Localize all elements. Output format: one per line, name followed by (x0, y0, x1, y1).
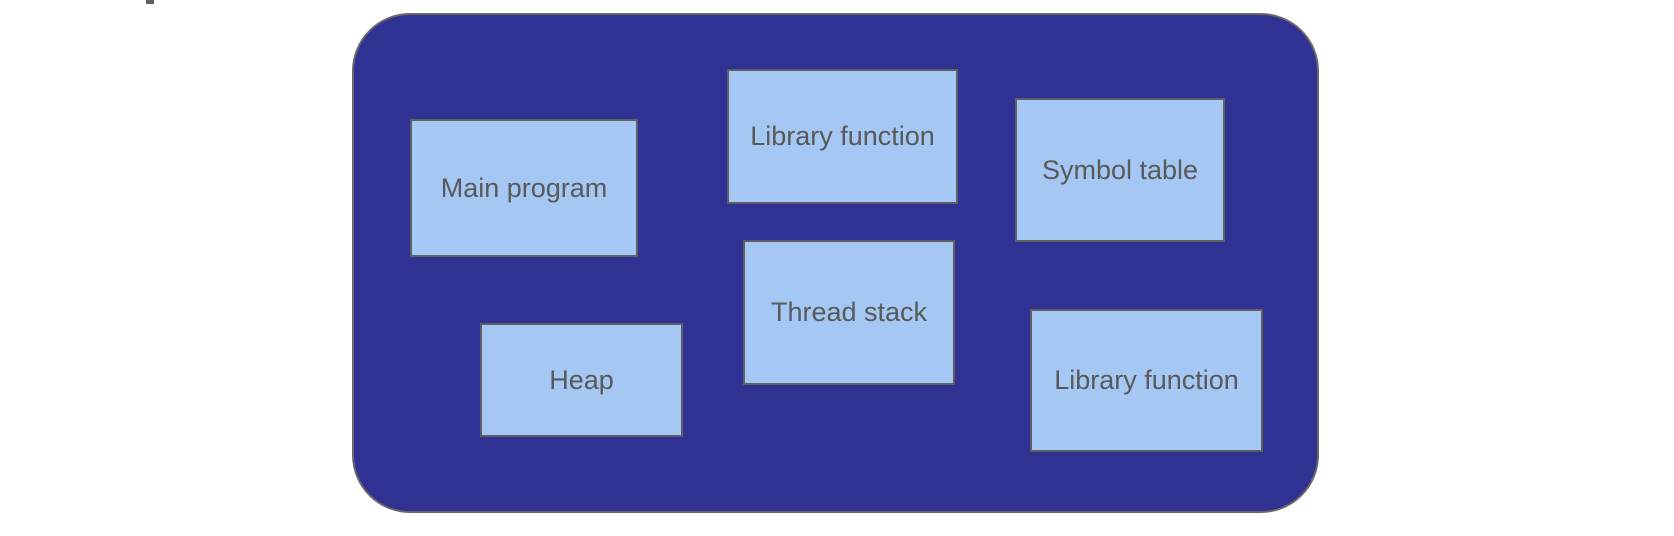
node-label: Main program (440, 172, 608, 203)
library-function-bottom-box: Library function (1030, 309, 1263, 452)
main-program-box: Main program (410, 119, 638, 257)
symbol-table-box: Symbol table (1015, 98, 1225, 242)
thread-stack-box: Thread stack (743, 240, 955, 385)
cropped-text-artifact (146, 0, 154, 4)
node-label: Thread stack (770, 297, 928, 328)
heap-box: Heap (480, 323, 683, 437)
node-label: Library function (750, 121, 935, 152)
node-label: Library function (1054, 365, 1239, 396)
library-function-top-box: Library function (727, 69, 958, 204)
node-label: Symbol table (1041, 154, 1199, 185)
node-label: Heap (549, 364, 614, 395)
